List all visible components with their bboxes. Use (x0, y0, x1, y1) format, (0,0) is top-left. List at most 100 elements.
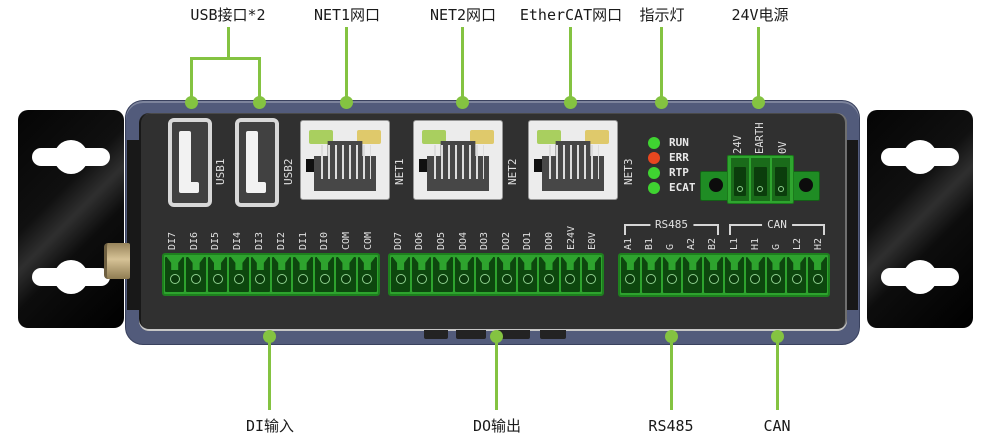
leader-dot (752, 96, 765, 109)
pin-screw (729, 274, 740, 285)
keyhole-circle (903, 260, 937, 294)
pin-clamp (166, 257, 183, 270)
pin-label: DI5 (210, 231, 222, 250)
power-pin-label: 0V (776, 141, 789, 154)
pin-label: DI1 (297, 231, 309, 250)
usb-tongue-foot (179, 182, 199, 193)
pin-screw (459, 273, 470, 284)
leader-line (670, 336, 673, 410)
pin-label: L2 (792, 237, 804, 250)
terminal-pin (621, 257, 640, 293)
terminal-pin (229, 257, 249, 292)
status-led-row: ERR (648, 152, 758, 164)
pin-screw (666, 274, 677, 285)
pin-screw (480, 273, 491, 284)
callout-label: EtherCAT网口 (519, 6, 623, 24)
usb2-label: USB2 (282, 158, 295, 186)
pin-label: COM (341, 231, 353, 250)
terminal-pin (704, 257, 723, 293)
rj45-pins (434, 145, 484, 179)
ethernet-port-net1 (300, 120, 390, 200)
pin-screw (438, 273, 448, 284)
leader-line (495, 336, 498, 410)
terminal-pin (766, 257, 786, 293)
ethernet-port-net3-ethercat (528, 120, 618, 200)
pin-screw (255, 273, 266, 284)
terminal-pin (454, 257, 474, 292)
pin-screw (319, 273, 330, 284)
terminal-pin (475, 257, 496, 292)
led-icon (648, 182, 660, 194)
power-pin-label: 24V (732, 135, 745, 154)
pin-screw (416, 273, 427, 284)
pin-label: DI7 (166, 231, 178, 250)
pin-clamp (477, 257, 494, 270)
pin-screw (687, 274, 698, 285)
pin-label: DO6 (414, 231, 426, 250)
status-led-row: RUN (648, 137, 758, 149)
pin-label: H2 (813, 237, 825, 250)
pin-screw (395, 273, 406, 284)
terminal-pin (391, 257, 411, 292)
terminal-pin (539, 257, 559, 292)
callout-label: RS485 (648, 417, 694, 435)
pin-screw (233, 273, 244, 284)
usb-tongue (246, 131, 258, 189)
link-led-icon (422, 130, 446, 144)
pin-clamp (316, 257, 333, 270)
pin-screw (298, 273, 309, 284)
terminal-pin (433, 257, 453, 292)
pin-clamp (413, 257, 430, 270)
pin-clamp (188, 257, 205, 270)
pin-label: DI2 (275, 231, 287, 250)
pin-label: E0V (587, 231, 599, 250)
pin-screw (522, 273, 533, 284)
pin-label: A2 (686, 237, 698, 250)
pin-label: G (771, 243, 782, 250)
leader-dot (253, 96, 266, 109)
leader-dot (340, 96, 353, 109)
usb-port-1 (168, 118, 212, 207)
terminal-pin (250, 257, 271, 292)
side-strip-left (127, 140, 141, 310)
callout-label: DO输出 (472, 417, 522, 435)
terminal-pin (357, 257, 378, 292)
terminal-pin (725, 257, 744, 293)
terminal-pin (412, 257, 432, 292)
leader-line (345, 27, 348, 103)
terminal-pin (662, 257, 682, 293)
leader-line (461, 27, 464, 103)
pin-label: B1 (643, 237, 655, 250)
leader-line (776, 336, 779, 410)
pin-label: DO5 (435, 231, 447, 250)
pin-clamp (456, 257, 473, 270)
pin-screw (812, 274, 823, 285)
terminal-pin (641, 257, 661, 293)
led-icon (648, 167, 660, 179)
pin-screw (791, 274, 802, 285)
pin-clamp (583, 257, 600, 270)
pin-screw (565, 273, 576, 284)
pin-clamp (788, 257, 805, 270)
pin-label: DO1 (522, 231, 534, 250)
pin-clamp (209, 257, 226, 270)
pin-clamp (295, 257, 312, 270)
terminal-pin (497, 257, 517, 292)
leader-line (190, 57, 193, 103)
din-clip-tab (456, 330, 486, 339)
leader-dot (456, 96, 469, 109)
callout-label: NET1网口 (313, 6, 381, 24)
pin-label: DI6 (188, 231, 200, 250)
usb-port-2 (235, 118, 279, 207)
pin-label: B2 (707, 237, 719, 250)
callout-label: 指示灯 (639, 6, 685, 24)
pin-screw (501, 273, 512, 284)
pin-label: A1 (622, 237, 634, 250)
pin-screw (646, 274, 657, 285)
pin-screw (750, 274, 761, 285)
pin-screw (544, 273, 555, 284)
pin-clamp (767, 257, 784, 270)
leader-line (227, 27, 230, 58)
